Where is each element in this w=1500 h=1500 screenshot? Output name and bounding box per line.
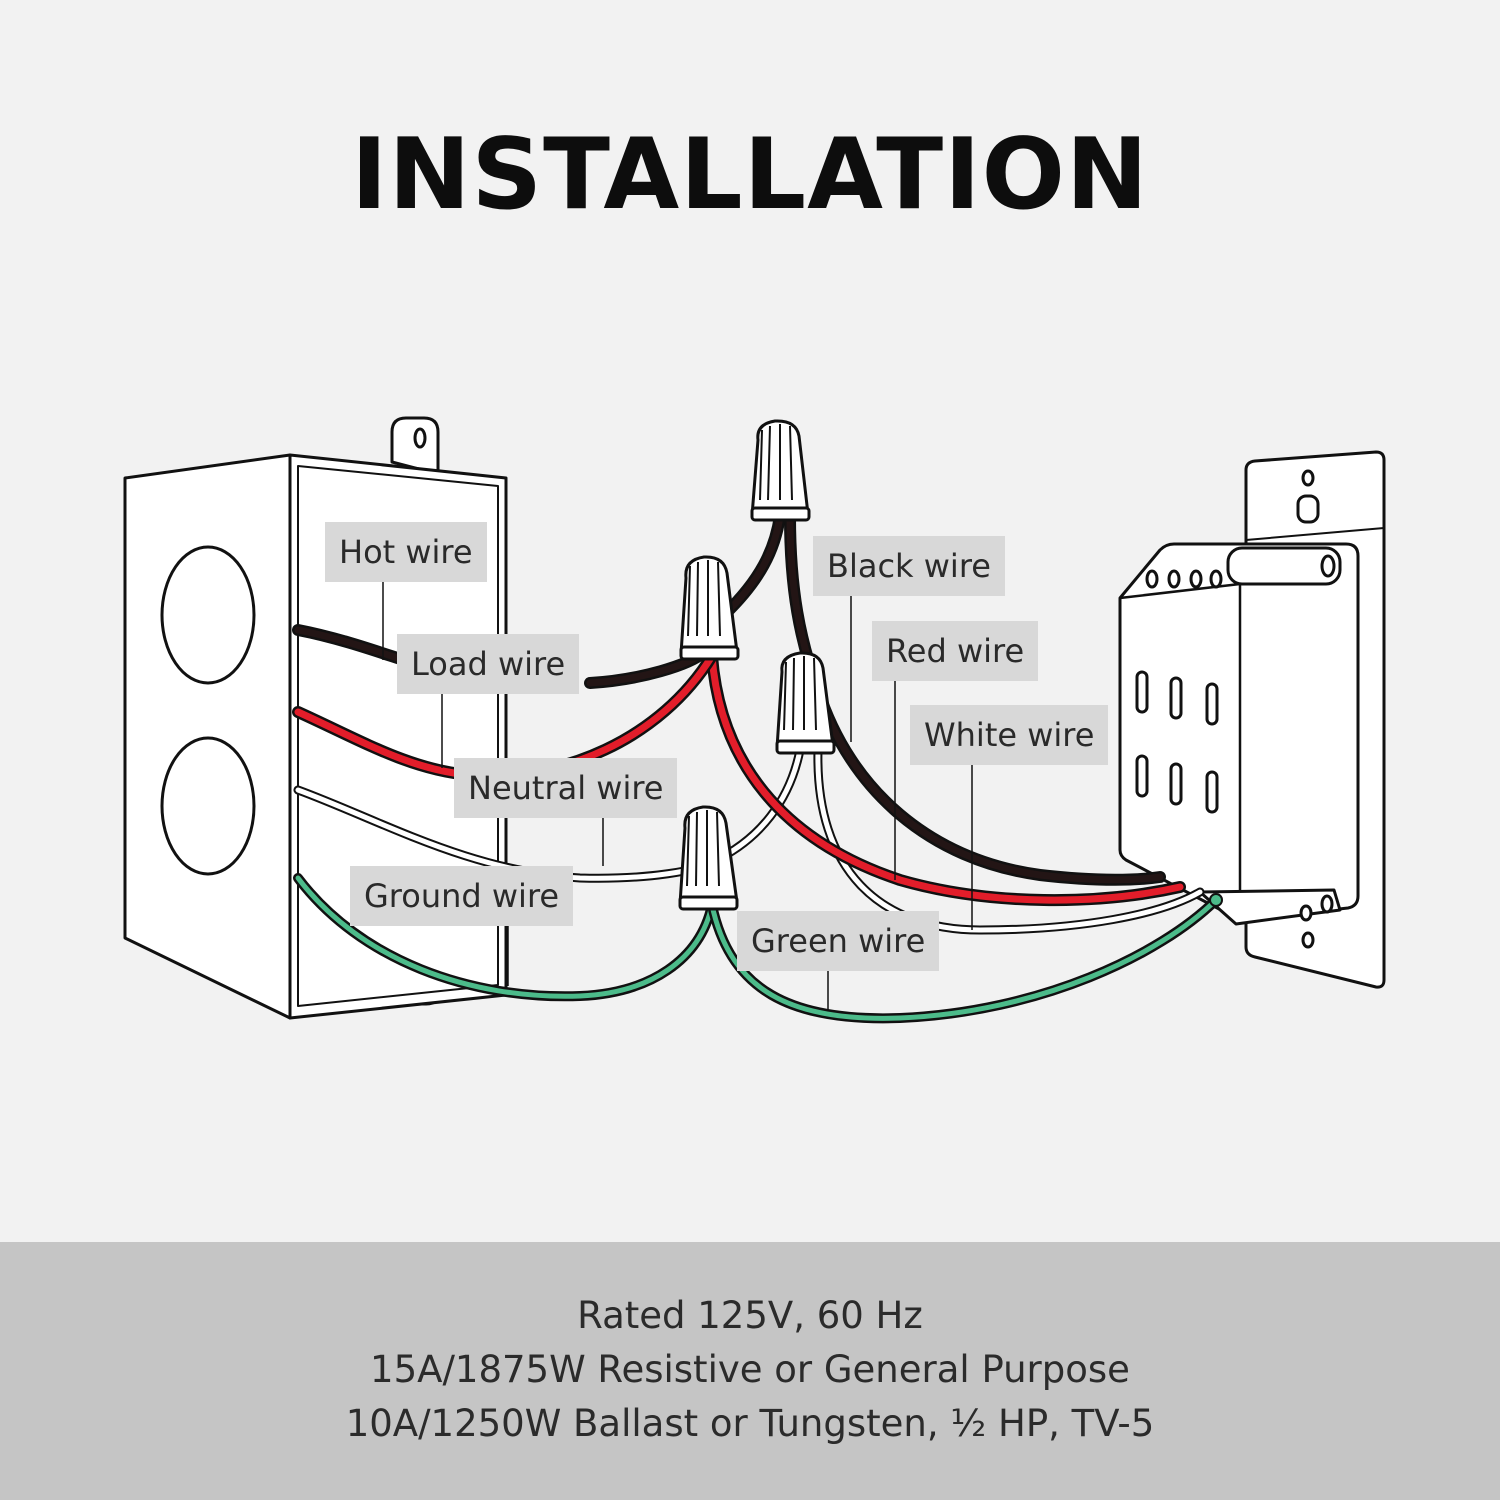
label-white-wire: White wire: [910, 705, 1109, 765]
wire-nut-top: [750, 419, 811, 522]
specs-footer: Rated 125V, 60 Hz 15A/1875W Resistive or…: [0, 1242, 1500, 1500]
label-black-wire: Black wire: [813, 536, 1005, 596]
spec-rating: Rated 125V, 60 Hz: [577, 1294, 923, 1337]
electrical-box: [123, 416, 508, 1020]
strap-screw-hole-bottom: [1301, 931, 1315, 949]
wire-nut-neutral: [775, 651, 836, 755]
box-side-face: [123, 453, 292, 1020]
spec-resistive: 15A/1875W Resistive or General Purpose: [370, 1348, 1130, 1391]
strap-slot-top: [1296, 494, 1320, 524]
box-inner-rim: [297, 465, 499, 1007]
label-green-wire: Green wire: [737, 911, 940, 971]
wiring-diagram: [123, 416, 1386, 1024]
label-load-wire: Load wire: [397, 634, 580, 694]
wire-nut-load: [679, 555, 740, 661]
label-leaders: [382, 580, 973, 1010]
page-title: INSTALLATION: [351, 118, 1149, 232]
spec-ballast: 10A/1250W Ballast or Tungsten, ½ HP, TV-…: [345, 1402, 1155, 1445]
wire-nut-ground: [678, 805, 739, 911]
box-mount-ear-top: [390, 416, 440, 476]
strap-screw-hole-top: [1301, 469, 1315, 487]
label-ground-wire: Ground wire: [350, 866, 574, 926]
label-neutral-wire: Neutral wire: [454, 758, 678, 818]
label-hot-wire: Hot wire: [325, 522, 487, 582]
box-knockout-1: [160, 545, 256, 685]
switch-bottom-plate: [1198, 888, 1342, 926]
label-red-wire: Red wire: [872, 621, 1039, 681]
box-ear-hole-top: [413, 427, 427, 449]
wire-nuts: [678, 419, 836, 911]
switch-device: [1118, 450, 1386, 989]
box-knockout-2: [160, 736, 256, 876]
switch-top-rail: [1226, 546, 1342, 586]
